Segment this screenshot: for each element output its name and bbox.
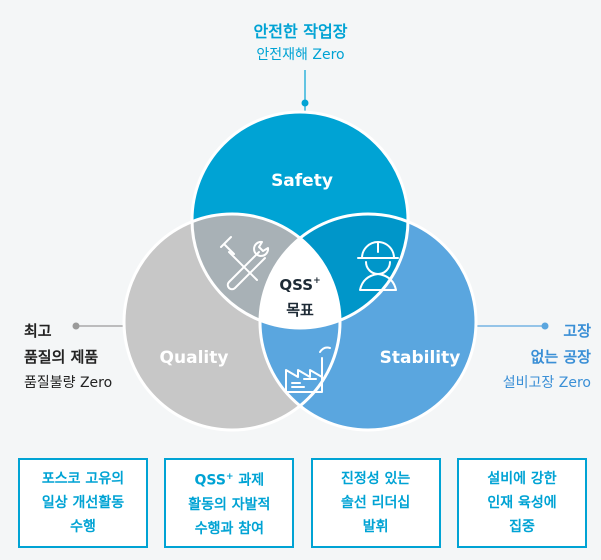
stability-goal-line1: 고장 [563,322,591,340]
tools-icon [220,236,270,291]
safety-goal-subtitle: 안전재해 Zero [256,47,345,63]
quality-connector-dot [72,322,80,330]
safety-label: Safety [271,171,333,191]
stability-goal-label: 고장 없는 공장 설비고장 Zero [503,318,591,396]
quality-goal-line3: 품질불량 Zero [24,375,113,391]
center-label-line1: QSS+ [279,276,320,294]
safety-goal-label: 안전한 작업장 안전재해 Zero [0,20,601,66]
quality-goal-label: 최고 품질의 제품 품질불량 Zero [24,318,112,396]
action-box-3: 진정성 있는 솔선 리더십 발휘 [310,458,441,548]
center-overlap [260,214,340,328]
quality-label: Quality [160,348,229,368]
safety-connector-dot [301,99,309,107]
action-boxes: 포스코 고유의 일상 개선활동 수행 QSS+ 과제 활동의 자발적 수행과 참… [18,458,587,552]
stability-goal-line3: 설비고장 Zero [502,375,591,391]
worker-helmet-icon [357,241,399,291]
factory-icon [285,346,331,393]
quality-goal-line2: 품질의 제품 [24,348,99,366]
action-box-1: 포스코 고유의 일상 개선활동 수행 [18,458,148,548]
stability-goal-line2: 없는 공장 [530,348,591,366]
stability-connector-dot [541,322,549,330]
quality-goal-line1: 최고 [24,322,52,340]
safety-goal-title: 안전한 작업장 [253,22,348,41]
center-label-line2: 목표 [286,301,314,319]
action-box-4: 설비에 강한 인재 육성에 집중 [456,458,587,548]
action-box-2: QSS+ 과제 활동의 자발적 수행과 참여 [164,458,295,548]
stability-label: Stability [380,348,461,368]
